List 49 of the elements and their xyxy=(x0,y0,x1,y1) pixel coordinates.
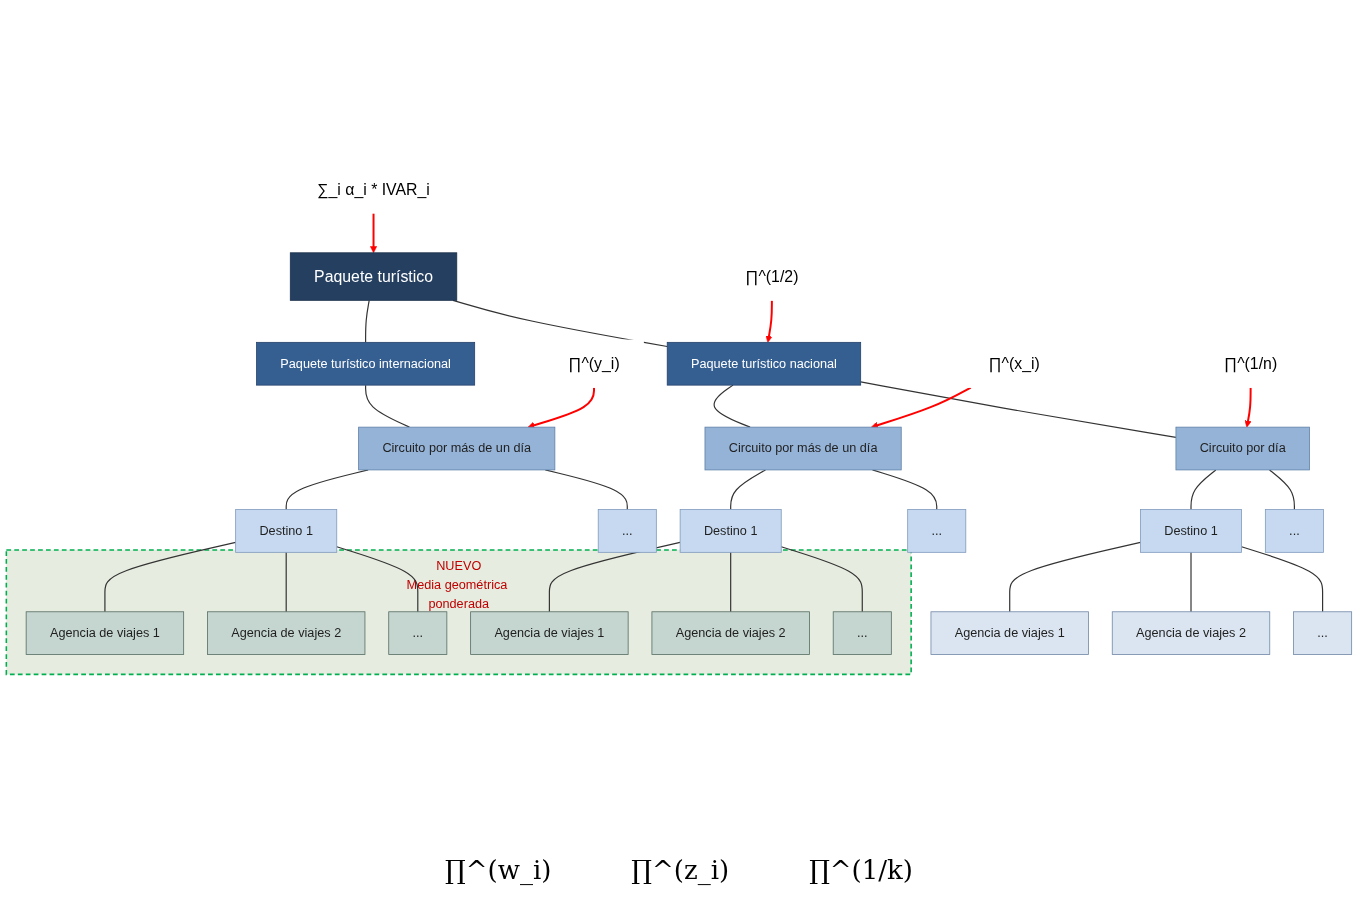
connector xyxy=(860,381,1177,438)
connector xyxy=(104,541,237,613)
node-text: ∏^(x_i) xyxy=(988,355,1040,373)
node-box: Destino 1 xyxy=(235,509,338,553)
node-box: Agencia de viajes 2 xyxy=(651,611,810,655)
node-box: ... xyxy=(832,611,892,655)
node-box: Paquete turístico xyxy=(289,252,458,301)
connector xyxy=(285,551,287,613)
node-box: ... xyxy=(1293,611,1353,655)
node-box: Agencia de viajes 1 xyxy=(930,611,1089,655)
node-box: Agencia de viajes 2 xyxy=(207,611,366,655)
node-box: Circuito por más de un día xyxy=(358,426,556,471)
node-box: Agencia de viajes 1 xyxy=(25,611,185,655)
connector xyxy=(336,546,419,613)
connector xyxy=(365,299,370,343)
arrow xyxy=(765,299,773,343)
connector xyxy=(730,551,732,613)
arrow xyxy=(527,386,595,429)
connector xyxy=(1268,469,1295,511)
node-box: Destino 1 xyxy=(1140,509,1242,553)
node-box: Agencia de viajes 2 xyxy=(1111,611,1271,655)
node-box: Paquete turístico nacional xyxy=(666,341,862,386)
connector xyxy=(730,469,767,511)
connector xyxy=(780,546,863,613)
node-text: ∑_i α_i * IVAR_i xyxy=(317,180,430,199)
node-text: ∏^(1/2) xyxy=(745,267,799,286)
node-box: ... xyxy=(1264,509,1324,553)
node-box: Paquete turístico internacional xyxy=(256,341,476,386)
node-box: Circuito por más de un día xyxy=(704,426,902,471)
node-text: ∏^(1/n) xyxy=(1224,355,1278,373)
node-box: Destino 1 xyxy=(679,509,782,553)
arrow xyxy=(1244,386,1252,428)
connector xyxy=(1240,546,1324,613)
connector xyxy=(1009,541,1142,613)
connector xyxy=(365,384,410,428)
arrow xyxy=(871,386,972,429)
connector xyxy=(1190,551,1192,613)
formula-label: ∏^(1/k) xyxy=(809,855,913,885)
formula-label: ∏^(w_i) xyxy=(445,855,552,885)
node-box: Circuito por día xyxy=(1175,426,1310,471)
formula-label: ∏^(z_i) xyxy=(631,855,730,885)
node-box: ... xyxy=(907,509,967,553)
node-text: ∏^(y_i) xyxy=(568,355,620,373)
arrow xyxy=(370,212,377,254)
connector xyxy=(713,384,751,428)
connector xyxy=(1190,469,1217,511)
node-box: ... xyxy=(388,611,448,655)
node-box: Agencia de viajes 1 xyxy=(470,611,629,655)
node-box: ... xyxy=(597,509,657,553)
